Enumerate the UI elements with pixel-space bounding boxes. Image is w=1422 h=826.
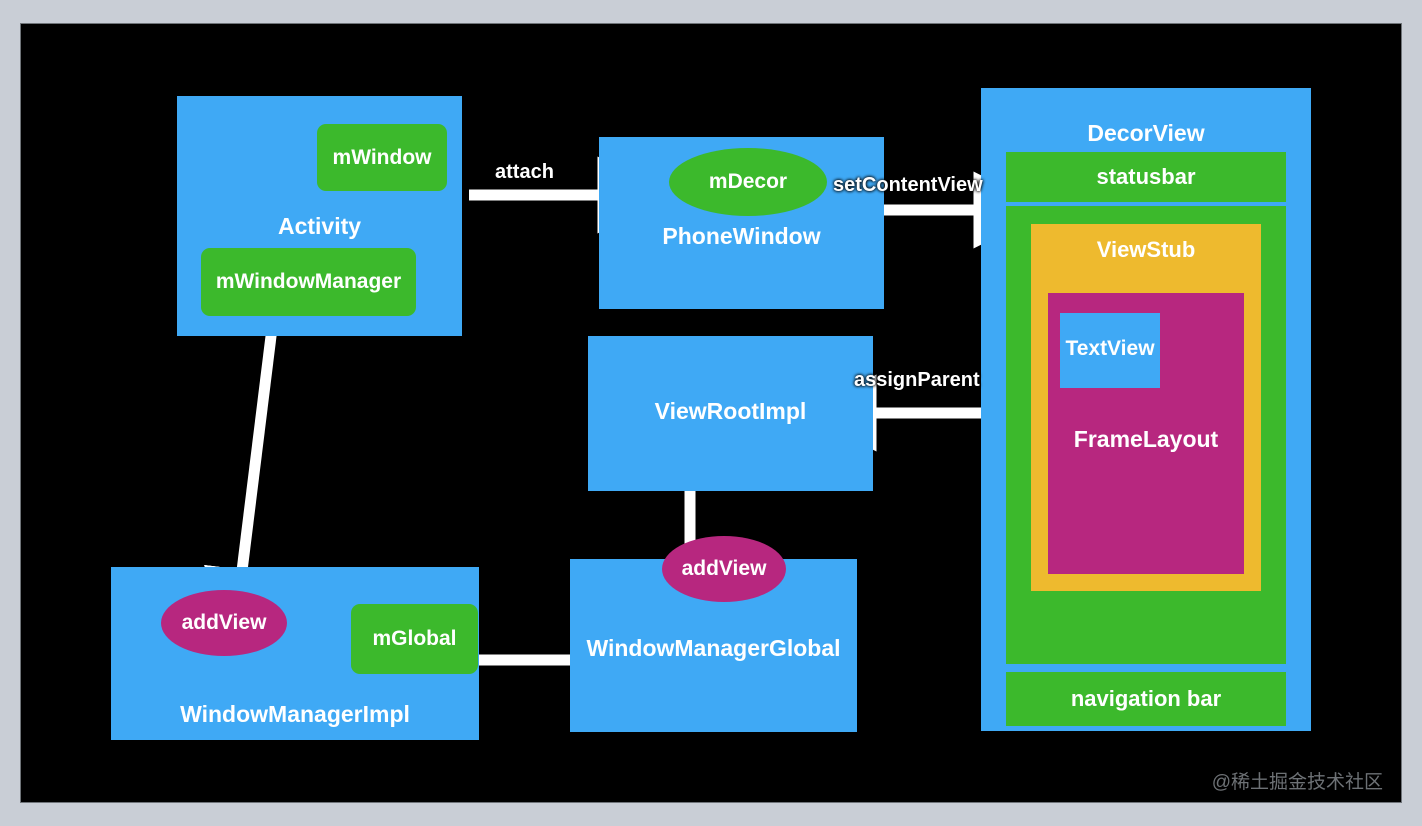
node-view-stub-label: ViewStub bbox=[1096, 237, 1196, 262]
node-view-stub[interactable]: ViewStub bbox=[1031, 224, 1261, 276]
arrow-label-set-content-view: setContentView bbox=[833, 174, 983, 196]
node-statusbar-label: statusbar bbox=[1096, 164, 1196, 189]
field-add-view-impl-label: addView bbox=[181, 611, 267, 634]
arrow-label-attach: attach bbox=[495, 161, 554, 183]
watermark: @稀土掘金技术社区 bbox=[1211, 772, 1383, 793]
node-decor-view[interactable]: DecorView statusbar ViewStub TextVi bbox=[981, 88, 1311, 731]
field-add-view-global[interactable]: addView bbox=[662, 536, 786, 602]
node-view-stub-body[interactable]: TextView FrameLayout bbox=[1031, 276, 1261, 591]
node-decor-view-label: DecorView bbox=[1087, 120, 1205, 146]
field-m-window-manager-label: mWindowManager bbox=[215, 270, 402, 293]
field-m-global-label: mGlobal bbox=[372, 627, 457, 650]
node-activity[interactable]: mWindow Activity mWindowManager bbox=[177, 96, 462, 336]
node-navigation-bar-label: navigation bar bbox=[1070, 686, 1222, 711]
diagram-canvas: mWindow Activity mWindowManager mDecor P… bbox=[20, 23, 1402, 803]
field-m-decor-label: mDecor bbox=[708, 170, 788, 193]
node-phone-window[interactable]: mDecor PhoneWindow bbox=[599, 137, 884, 309]
field-m-window-manager[interactable]: mWindowManager bbox=[201, 248, 416, 316]
node-frame-layout[interactable]: TextView FrameLayout bbox=[1048, 293, 1244, 574]
node-view-root-impl[interactable]: ViewRootImpl bbox=[588, 336, 873, 491]
node-navigation-bar[interactable]: navigation bar bbox=[1006, 672, 1286, 726]
node-content-root[interactable]: ViewStub TextView FrameLayout bbox=[1006, 206, 1286, 664]
node-frame-layout-label: FrameLayout bbox=[1073, 426, 1219, 452]
node-window-manager-global-label: WindowManagerGlobal bbox=[586, 635, 841, 661]
field-m-decor[interactable]: mDecor bbox=[669, 148, 827, 216]
field-m-global[interactable]: mGlobal bbox=[351, 604, 478, 674]
field-m-window-label: mWindow bbox=[332, 145, 432, 169]
field-m-window[interactable]: mWindow bbox=[317, 124, 447, 191]
node-statusbar[interactable]: statusbar bbox=[1006, 152, 1286, 202]
node-window-manager-global[interactable]: addView WindowManagerGlobal bbox=[570, 536, 857, 732]
node-view-root-impl-label: ViewRootImpl bbox=[654, 398, 807, 424]
arrow-manager-to-addview bbox=[203, 311, 281, 646]
node-activity-label: Activity bbox=[277, 213, 362, 239]
node-window-manager-impl[interactable]: addView mGlobal WindowManagerImpl bbox=[111, 567, 479, 740]
arrow-label-assign-parent: assignParent bbox=[854, 369, 980, 391]
node-window-manager-impl-label: WindowManagerImpl bbox=[180, 701, 410, 727]
node-text-view-label: TextView bbox=[1065, 337, 1155, 360]
field-add-view-global-label: addView bbox=[681, 557, 767, 580]
node-phone-window-label: PhoneWindow bbox=[662, 223, 821, 249]
node-text-view[interactable]: TextView bbox=[1060, 313, 1160, 388]
field-add-view-impl[interactable]: addView bbox=[161, 590, 287, 656]
